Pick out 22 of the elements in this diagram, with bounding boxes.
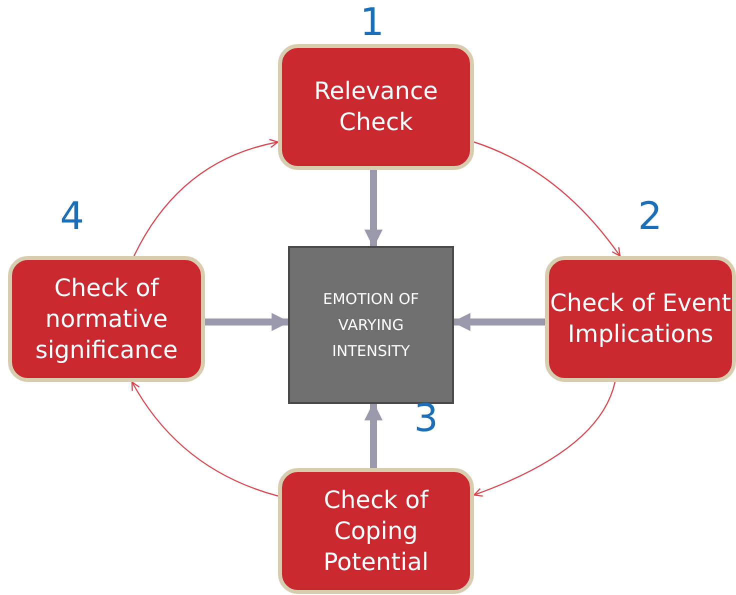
step-number: 4 [60, 196, 84, 236]
arrow [205, 312, 290, 332]
curved-arrow [131, 381, 278, 497]
process-box [278, 44, 474, 170]
process-box [545, 256, 736, 382]
result-box [288, 246, 454, 404]
step-number: 3 [414, 398, 438, 438]
step-label: Check of normative significance [34, 272, 179, 366]
process-box [278, 468, 474, 594]
curved-arrow [474, 141, 621, 257]
step-number: 1 [360, 2, 384, 42]
step-number: 2 [638, 196, 662, 236]
step-label: Check of Event Implications [549, 288, 732, 350]
arrow [452, 312, 545, 332]
process-box [8, 256, 205, 382]
curved-arrow [133, 139, 279, 256]
step-label: Check of Coping Potential [322, 484, 430, 578]
curved-arrow [473, 382, 616, 496]
step-label: Relevance Check [313, 76, 439, 138]
result-label: EMOTION OF VARYING INTENSITY [322, 289, 420, 362]
arrow [364, 170, 383, 248]
arrow [364, 402, 383, 468]
